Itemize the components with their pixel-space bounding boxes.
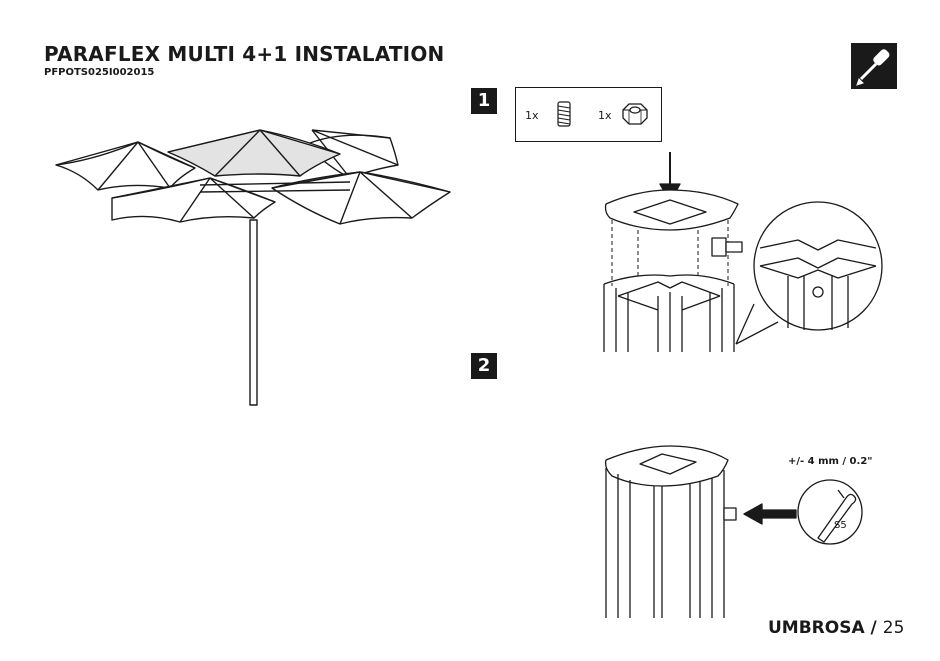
step-1-assembly-drawing bbox=[603, 152, 883, 352]
step-2-adjustment-drawing bbox=[604, 445, 863, 618]
nut-icon bbox=[622, 103, 648, 125]
part-1-quantity: 1x bbox=[525, 109, 539, 122]
parts-list: 1x 1x bbox=[515, 87, 662, 142]
page-title: PARAFLEX MULTI 4+1 INSTALATION bbox=[44, 42, 445, 66]
page-footer: UMBROSA /25 bbox=[768, 618, 904, 638]
product-code: PFPOTS025I002015 bbox=[44, 67, 155, 78]
hex-key-size-label: S5 bbox=[834, 520, 847, 531]
brand-name: UMBROSA / bbox=[768, 618, 877, 638]
screwdriver-icon bbox=[856, 49, 890, 86]
part-2-quantity: 1x bbox=[598, 109, 612, 122]
step-2-marker: 2 bbox=[471, 353, 497, 379]
tool-badge bbox=[851, 43, 897, 89]
page-number: 25 bbox=[882, 618, 905, 638]
tolerance-label: +/- 4 mm / 0.2" bbox=[788, 456, 873, 467]
umbrella-cluster-illustration bbox=[55, 129, 451, 406]
step-1-marker: 1 bbox=[471, 88, 497, 114]
screw-icon bbox=[557, 101, 571, 127]
